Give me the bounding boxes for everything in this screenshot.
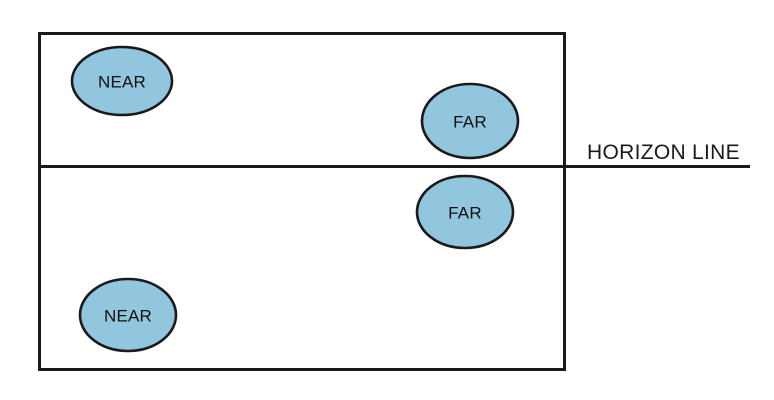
ellipse-far-lower: FAR <box>415 174 515 250</box>
far-upper-label: FAR <box>453 113 487 132</box>
horizon-line-label: HORIZON LINE <box>587 141 740 164</box>
near-lower-ellipse-shape <box>78 277 178 353</box>
ellipse-far-upper: FAR <box>420 82 520 160</box>
near-upper-label: NEAR <box>98 73 146 92</box>
ellipse-near-upper: NEAR <box>70 45 174 117</box>
near-lower-label: NEAR <box>104 307 152 326</box>
near-upper-ellipse-shape <box>70 45 174 117</box>
far-upper-ellipse-shape <box>420 82 520 160</box>
ellipse-near-lower: NEAR <box>78 277 178 353</box>
far-lower-label: FAR <box>448 204 482 223</box>
far-lower-ellipse-shape <box>415 174 515 250</box>
